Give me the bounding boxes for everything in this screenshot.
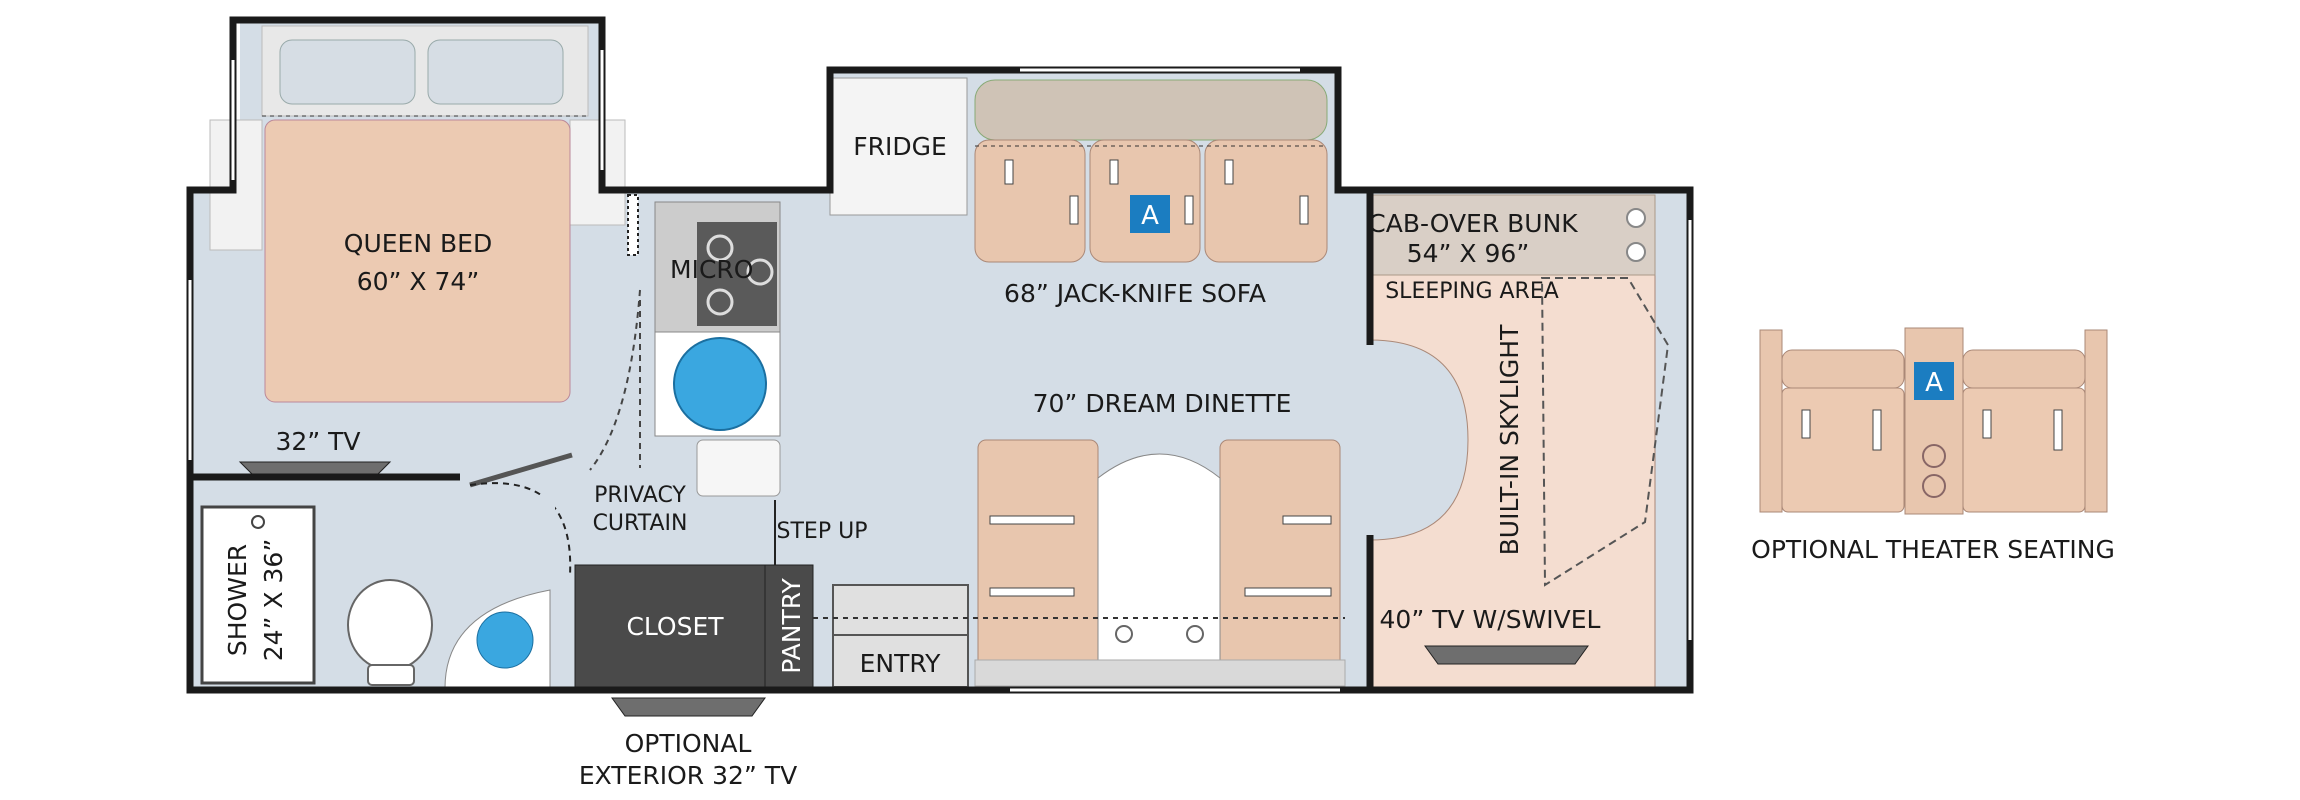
shower bbox=[200, 505, 316, 685]
cab-label-1: CAB-OVER BUNK bbox=[1368, 209, 1578, 238]
bedroom-tv-icon bbox=[238, 461, 392, 475]
sleeping-area-label: SLEEPING AREA bbox=[1385, 279, 1559, 304]
bed-label-1: QUEEN BED bbox=[344, 229, 492, 258]
bed-pillows bbox=[261, 25, 589, 117]
privacy-curtain-line bbox=[589, 289, 641, 471]
privacy-label-1: PRIVACY bbox=[594, 483, 686, 508]
bathroom-sink-icon bbox=[444, 589, 551, 689]
theater-label: OPTIONAL THEATER SEATING bbox=[1751, 535, 2115, 564]
exterior-tv-icon bbox=[611, 697, 766, 717]
privacy-label-2: CURTAIN bbox=[593, 511, 688, 536]
cab-control-1 bbox=[1626, 208, 1646, 228]
cab-label-2: 54” X 96” bbox=[1407, 239, 1530, 268]
bedroom-tv-label: 32” TV bbox=[275, 427, 360, 456]
jack-knife-sofa bbox=[974, 79, 1328, 263]
cab-area bbox=[1369, 194, 1656, 689]
step-up-label: STEP UP bbox=[777, 519, 868, 544]
skylight-outline bbox=[1540, 277, 1670, 587]
sofa-badge-letter: A bbox=[1141, 201, 1159, 231]
fridge-label: FRIDGE bbox=[853, 132, 947, 161]
entry-step bbox=[974, 659, 1346, 687]
theater-badge bbox=[1914, 362, 1954, 400]
entry-label: ENTRY bbox=[860, 649, 942, 678]
queen-bed bbox=[264, 119, 571, 403]
ext-tv-label-2: EXTERIOR 32” TV bbox=[579, 761, 797, 790]
nightstand-right bbox=[569, 119, 626, 226]
sofa-badge bbox=[1130, 195, 1170, 233]
theater-seating bbox=[1759, 327, 2108, 515]
counter-small bbox=[696, 439, 781, 497]
sofa-label: 68” JACK-KNIFE SOFA bbox=[1004, 279, 1266, 308]
pantry-label: PANTRY bbox=[777, 577, 806, 673]
shower-drain-icon bbox=[251, 515, 265, 529]
cab-control-2 bbox=[1626, 242, 1646, 262]
walls bbox=[186, 16, 1694, 694]
cab-over-bunk bbox=[1369, 194, 1656, 276]
dinette-label: 70” DREAM DINETTE bbox=[1033, 389, 1292, 418]
dream-dinette bbox=[977, 439, 1341, 684]
wall-vent bbox=[627, 194, 639, 256]
bath-door bbox=[469, 452, 573, 488]
tv-swivel-label: 40” TV W/SWIVEL bbox=[1380, 605, 1601, 634]
closet-label: CLOSET bbox=[626, 612, 724, 641]
windows bbox=[188, 50, 1692, 692]
shower-label-2: 24” X 36” bbox=[259, 539, 288, 662]
kitchen-sink-icon bbox=[673, 337, 767, 431]
cooktop-icon bbox=[697, 222, 777, 326]
toilet-icon bbox=[347, 579, 433, 686]
shower-label-1: SHOWER bbox=[223, 544, 252, 656]
closet bbox=[574, 564, 766, 688]
skylight-label: BUILT-IN SKYLIGHT bbox=[1495, 324, 1524, 555]
ext-tv-label-1: OPTIONAL bbox=[625, 729, 752, 758]
fridge bbox=[829, 77, 968, 216]
bed-label-2: 60” X 74” bbox=[357, 267, 480, 296]
micro-label: MICRO bbox=[670, 255, 753, 284]
cab-tv-icon bbox=[1424, 645, 1589, 665]
theater-badge-letter: A bbox=[1925, 368, 1943, 398]
